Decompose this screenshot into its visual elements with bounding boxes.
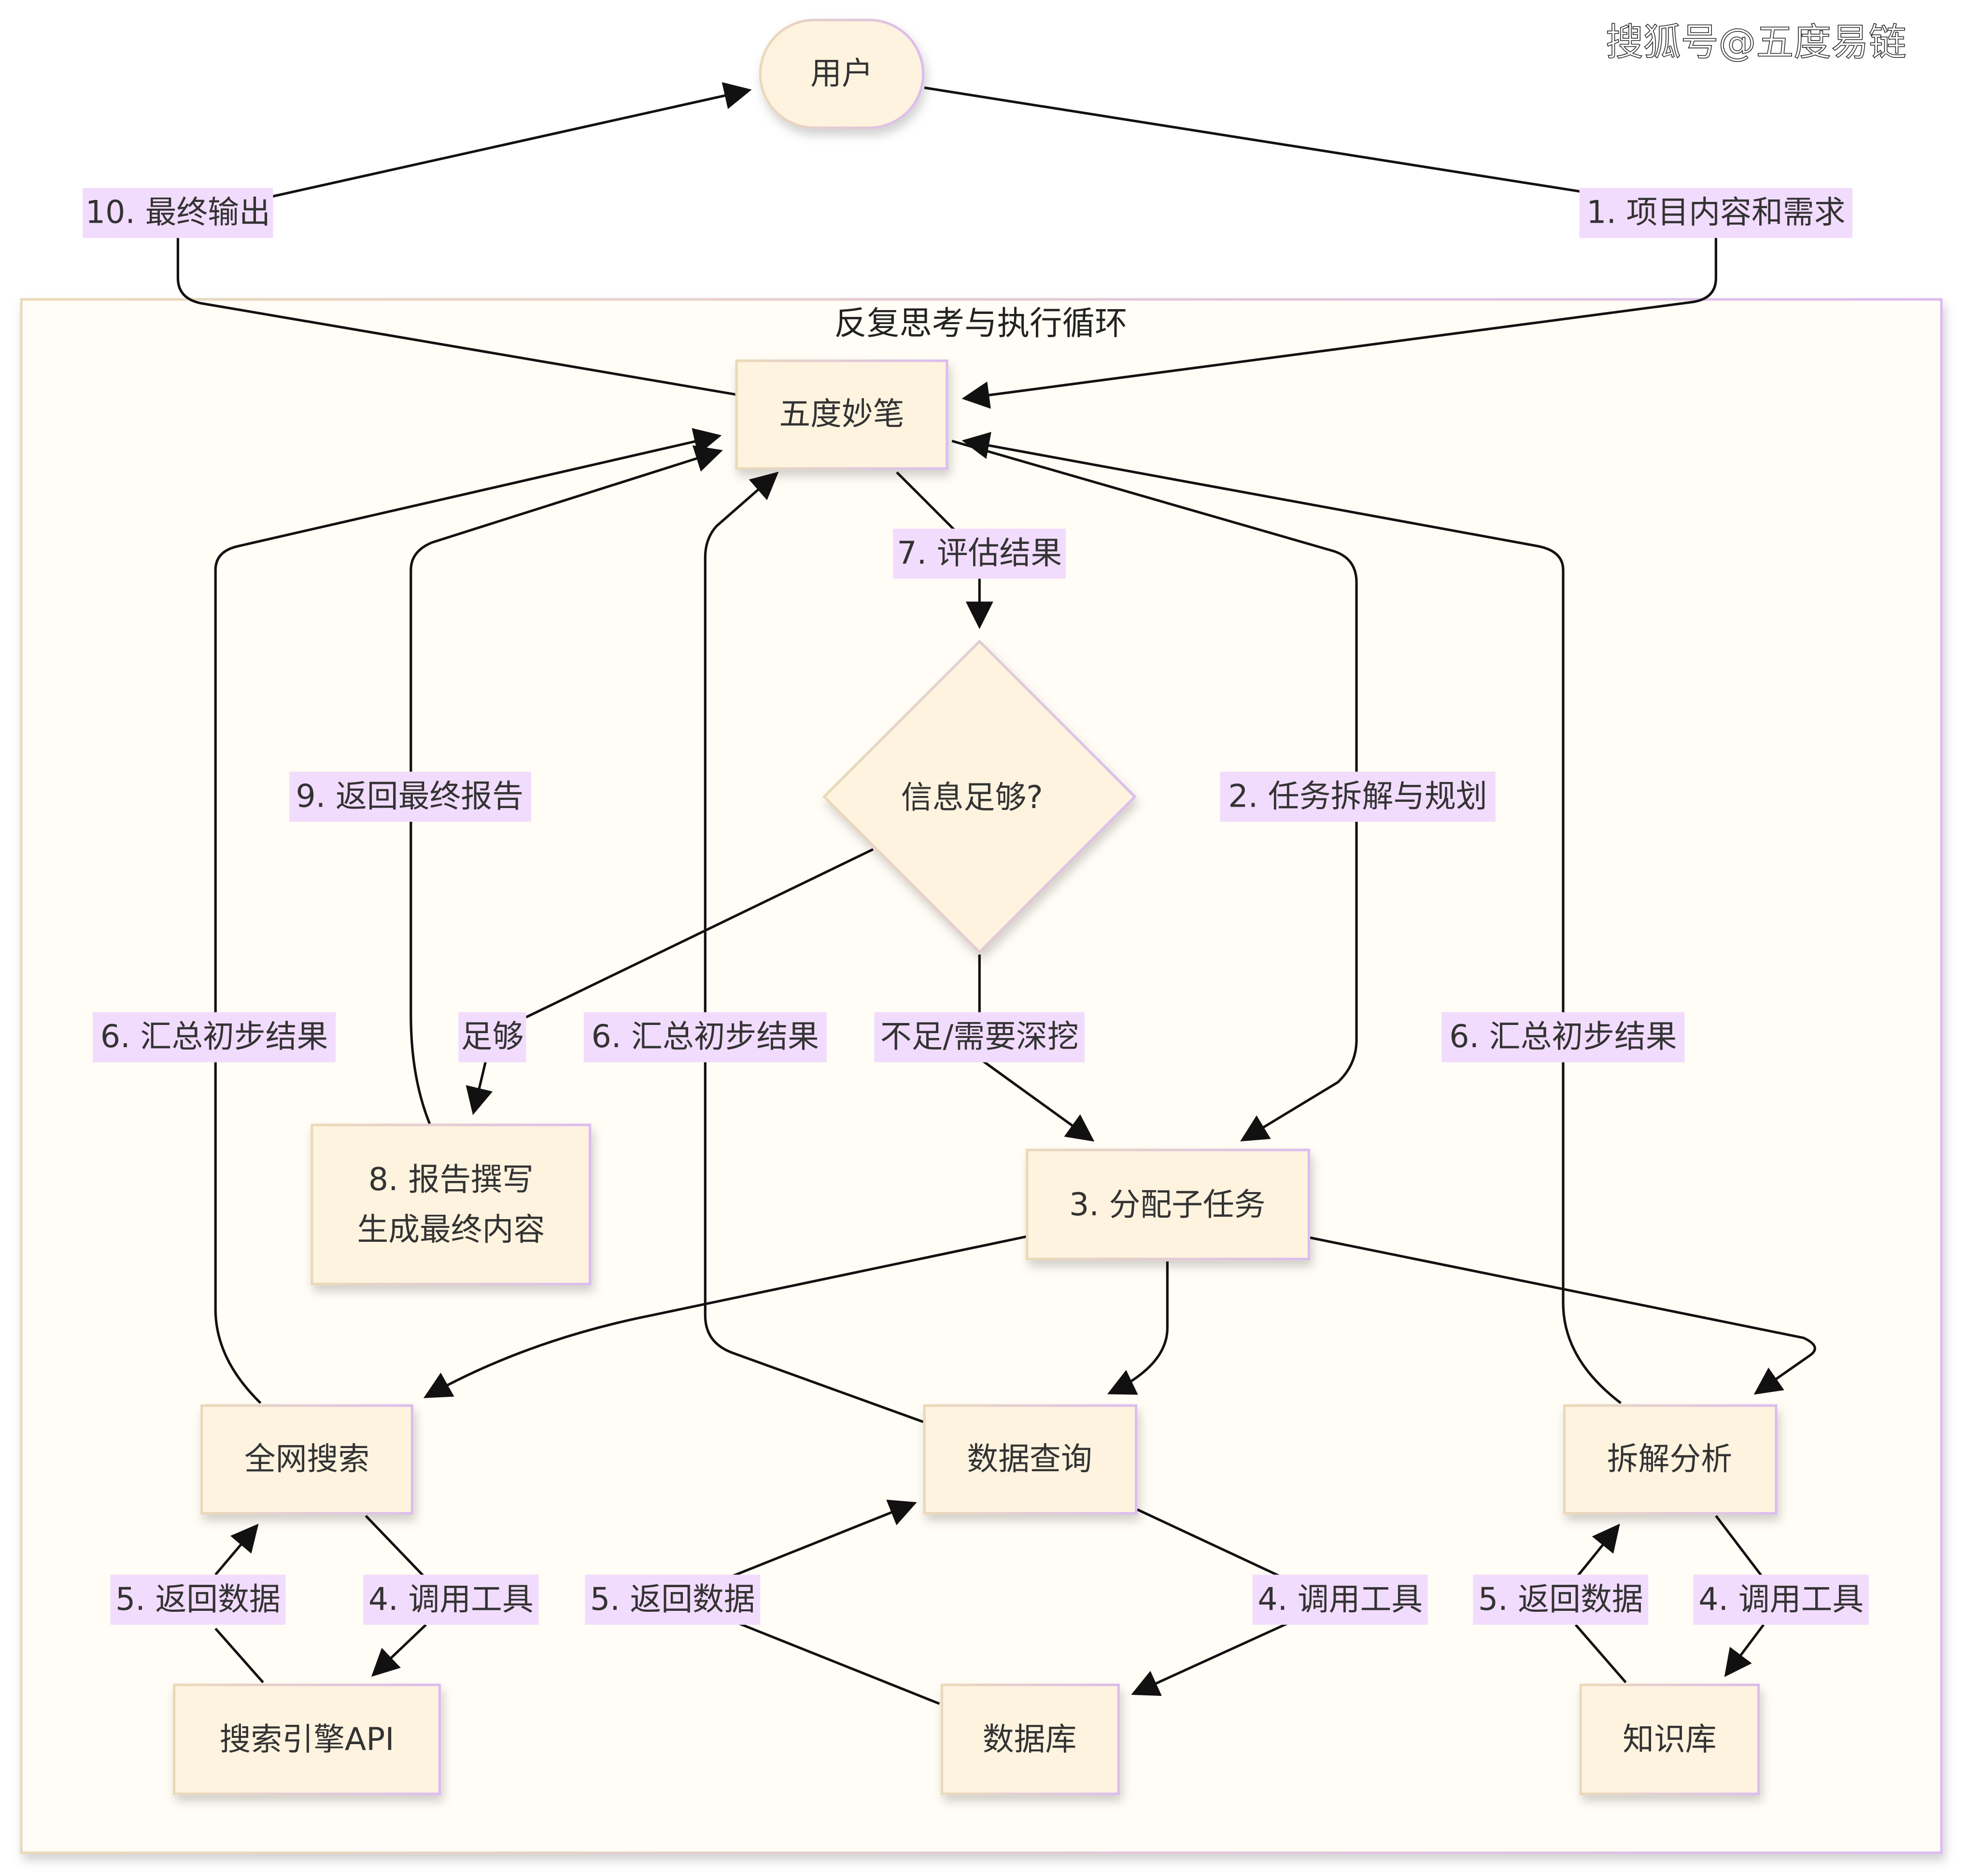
edge-return-data-1 xyxy=(214,1526,263,1683)
node-search-api[interactable]: 搜索引擎API xyxy=(173,1683,441,1795)
watermark-text: 搜狐号@五度易链 xyxy=(1606,21,1906,64)
svg-text:6. 汇总初步结果: 6. 汇总初步结果 xyxy=(1449,1019,1677,1055)
edge-project-input xyxy=(924,86,1717,409)
edge-summary-mid xyxy=(704,471,924,1423)
svg-text:6. 汇总初步结果: 6. 汇总初步结果 xyxy=(592,1019,819,1055)
label-return-report: 9. 返回最终报告 xyxy=(289,771,531,822)
label-return-data-1: 5. 返回数据 xyxy=(110,1575,286,1625)
edge-final-output xyxy=(176,82,752,396)
edge-return-data-2 xyxy=(726,1503,939,1705)
node-analysis[interactable]: 拆解分析 xyxy=(1563,1404,1778,1515)
edge-call-tool-3 xyxy=(1716,1515,1765,1675)
svg-text:足够: 足够 xyxy=(461,1019,524,1055)
node-knowledge-base[interactable]: 知识库 xyxy=(1579,1683,1760,1795)
label-enough: 足够 xyxy=(458,1012,526,1063)
svg-text:5. 返回数据: 5. 返回数据 xyxy=(1478,1581,1643,1618)
node-report-label-line1: 8. 报告撰写 xyxy=(368,1162,534,1198)
node-database-label: 数据库 xyxy=(983,1721,1077,1758)
edge-decompose xyxy=(951,440,1358,1142)
label-call-tool-1: 4. 调用工具 xyxy=(363,1575,539,1625)
cluster-title: 反复思考与执行循环 xyxy=(834,304,1128,342)
node-database[interactable]: 数据库 xyxy=(940,1683,1120,1795)
node-decision-label: 信息足够? xyxy=(901,780,1043,816)
svg-text:1. 项目内容和需求: 1. 项目内容和需求 xyxy=(1586,195,1845,231)
node-decision[interactable]: 信息足够? xyxy=(822,640,1137,954)
nodes: 用户 五度妙笔 信息足够? 8. 报告撰写 生成最终内容 3. 分配子任务 全网… xyxy=(173,18,1778,1795)
svg-text:5. 返回数据: 5. 返回数据 xyxy=(115,1581,281,1618)
label-call-tool-2: 4. 调用工具 xyxy=(1252,1575,1428,1625)
svg-text:7. 评估结果: 7. 评估结果 xyxy=(897,535,1062,571)
node-assign[interactable]: 3. 分配子任务 xyxy=(1026,1149,1311,1261)
node-analysis-label: 拆解分析 xyxy=(1607,1441,1732,1477)
edges xyxy=(176,82,1816,1705)
node-wudu-label: 五度妙笔 xyxy=(779,396,904,432)
node-knowledge-base-label: 知识库 xyxy=(1623,1721,1717,1758)
svg-text:4. 调用工具: 4. 调用工具 xyxy=(368,1581,534,1618)
label-summary-left: 6. 汇总初步结果 xyxy=(93,1012,336,1063)
node-web-search[interactable]: 全网搜索 xyxy=(200,1404,414,1515)
edge-call-tool-1 xyxy=(366,1515,427,1675)
node-data-query[interactable]: 数据查询 xyxy=(923,1404,1138,1515)
svg-text:4. 调用工具: 4. 调用工具 xyxy=(1698,1581,1864,1618)
edge-labels: 10. 最终输出 1. 项目内容和需求 7. 评估结果 9. 返回最终报告 2.… xyxy=(83,188,1869,1625)
edge-enough xyxy=(474,848,874,1112)
label-return-data-2: 5. 返回数据 xyxy=(585,1575,761,1625)
svg-text:2. 任务拆解与规划: 2. 任务拆解与规划 xyxy=(1228,778,1487,814)
edge-return-report xyxy=(410,445,723,1124)
node-wudu[interactable]: 五度妙笔 xyxy=(735,359,948,470)
label-project-input: 1. 项目内容和需求 xyxy=(1579,188,1853,238)
node-report[interactable]: 8. 报告撰写 生成最终内容 xyxy=(311,1123,592,1286)
label-insufficient: 不足/需要深挖 xyxy=(874,1012,1085,1063)
node-user-label: 用户 xyxy=(810,56,873,92)
svg-text:4. 调用工具: 4. 调用工具 xyxy=(1258,1581,1423,1618)
edge-call-tool-2 xyxy=(1133,1508,1291,1693)
label-decompose: 2. 任务拆解与规划 xyxy=(1220,771,1496,822)
label-evaluate: 7. 评估结果 xyxy=(893,528,1066,579)
edge-return-data-3 xyxy=(1574,1526,1626,1683)
node-assign-label: 3. 分配子任务 xyxy=(1069,1187,1266,1223)
label-final-output: 10. 最终输出 xyxy=(83,188,273,238)
svg-text:9. 返回最终报告: 9. 返回最终报告 xyxy=(296,778,523,814)
node-user[interactable]: 用户 xyxy=(759,18,925,129)
label-summary-right: 6. 汇总初步结果 xyxy=(1441,1012,1685,1063)
node-report-label-line2: 生成最终内容 xyxy=(357,1212,545,1248)
svg-text:不足/需要深挖: 不足/需要深挖 xyxy=(880,1019,1079,1055)
edge-summary-right xyxy=(961,432,1622,1404)
label-call-tool-3: 4. 调用工具 xyxy=(1693,1575,1869,1625)
label-return-data-3: 5. 返回数据 xyxy=(1473,1575,1649,1625)
edge-evaluate xyxy=(896,471,979,626)
edge-assign-web xyxy=(423,1235,1028,1398)
label-summary-mid: 6. 汇总初步结果 xyxy=(583,1012,827,1063)
edge-summary-left xyxy=(214,428,722,1404)
edge-assign-analysis xyxy=(1310,1236,1816,1395)
edge-assign-data xyxy=(1107,1261,1169,1395)
node-data-query-label: 数据查询 xyxy=(967,1441,1092,1477)
svg-text:5. 返回数据: 5. 返回数据 xyxy=(590,1581,755,1618)
svg-text:6. 汇总初步结果: 6. 汇总初步结果 xyxy=(100,1019,328,1055)
node-search-api-label: 搜索引擎API xyxy=(220,1721,395,1758)
svg-text:10. 最终输出: 10. 最终输出 xyxy=(85,195,270,231)
node-web-search-label: 全网搜索 xyxy=(244,1441,369,1477)
